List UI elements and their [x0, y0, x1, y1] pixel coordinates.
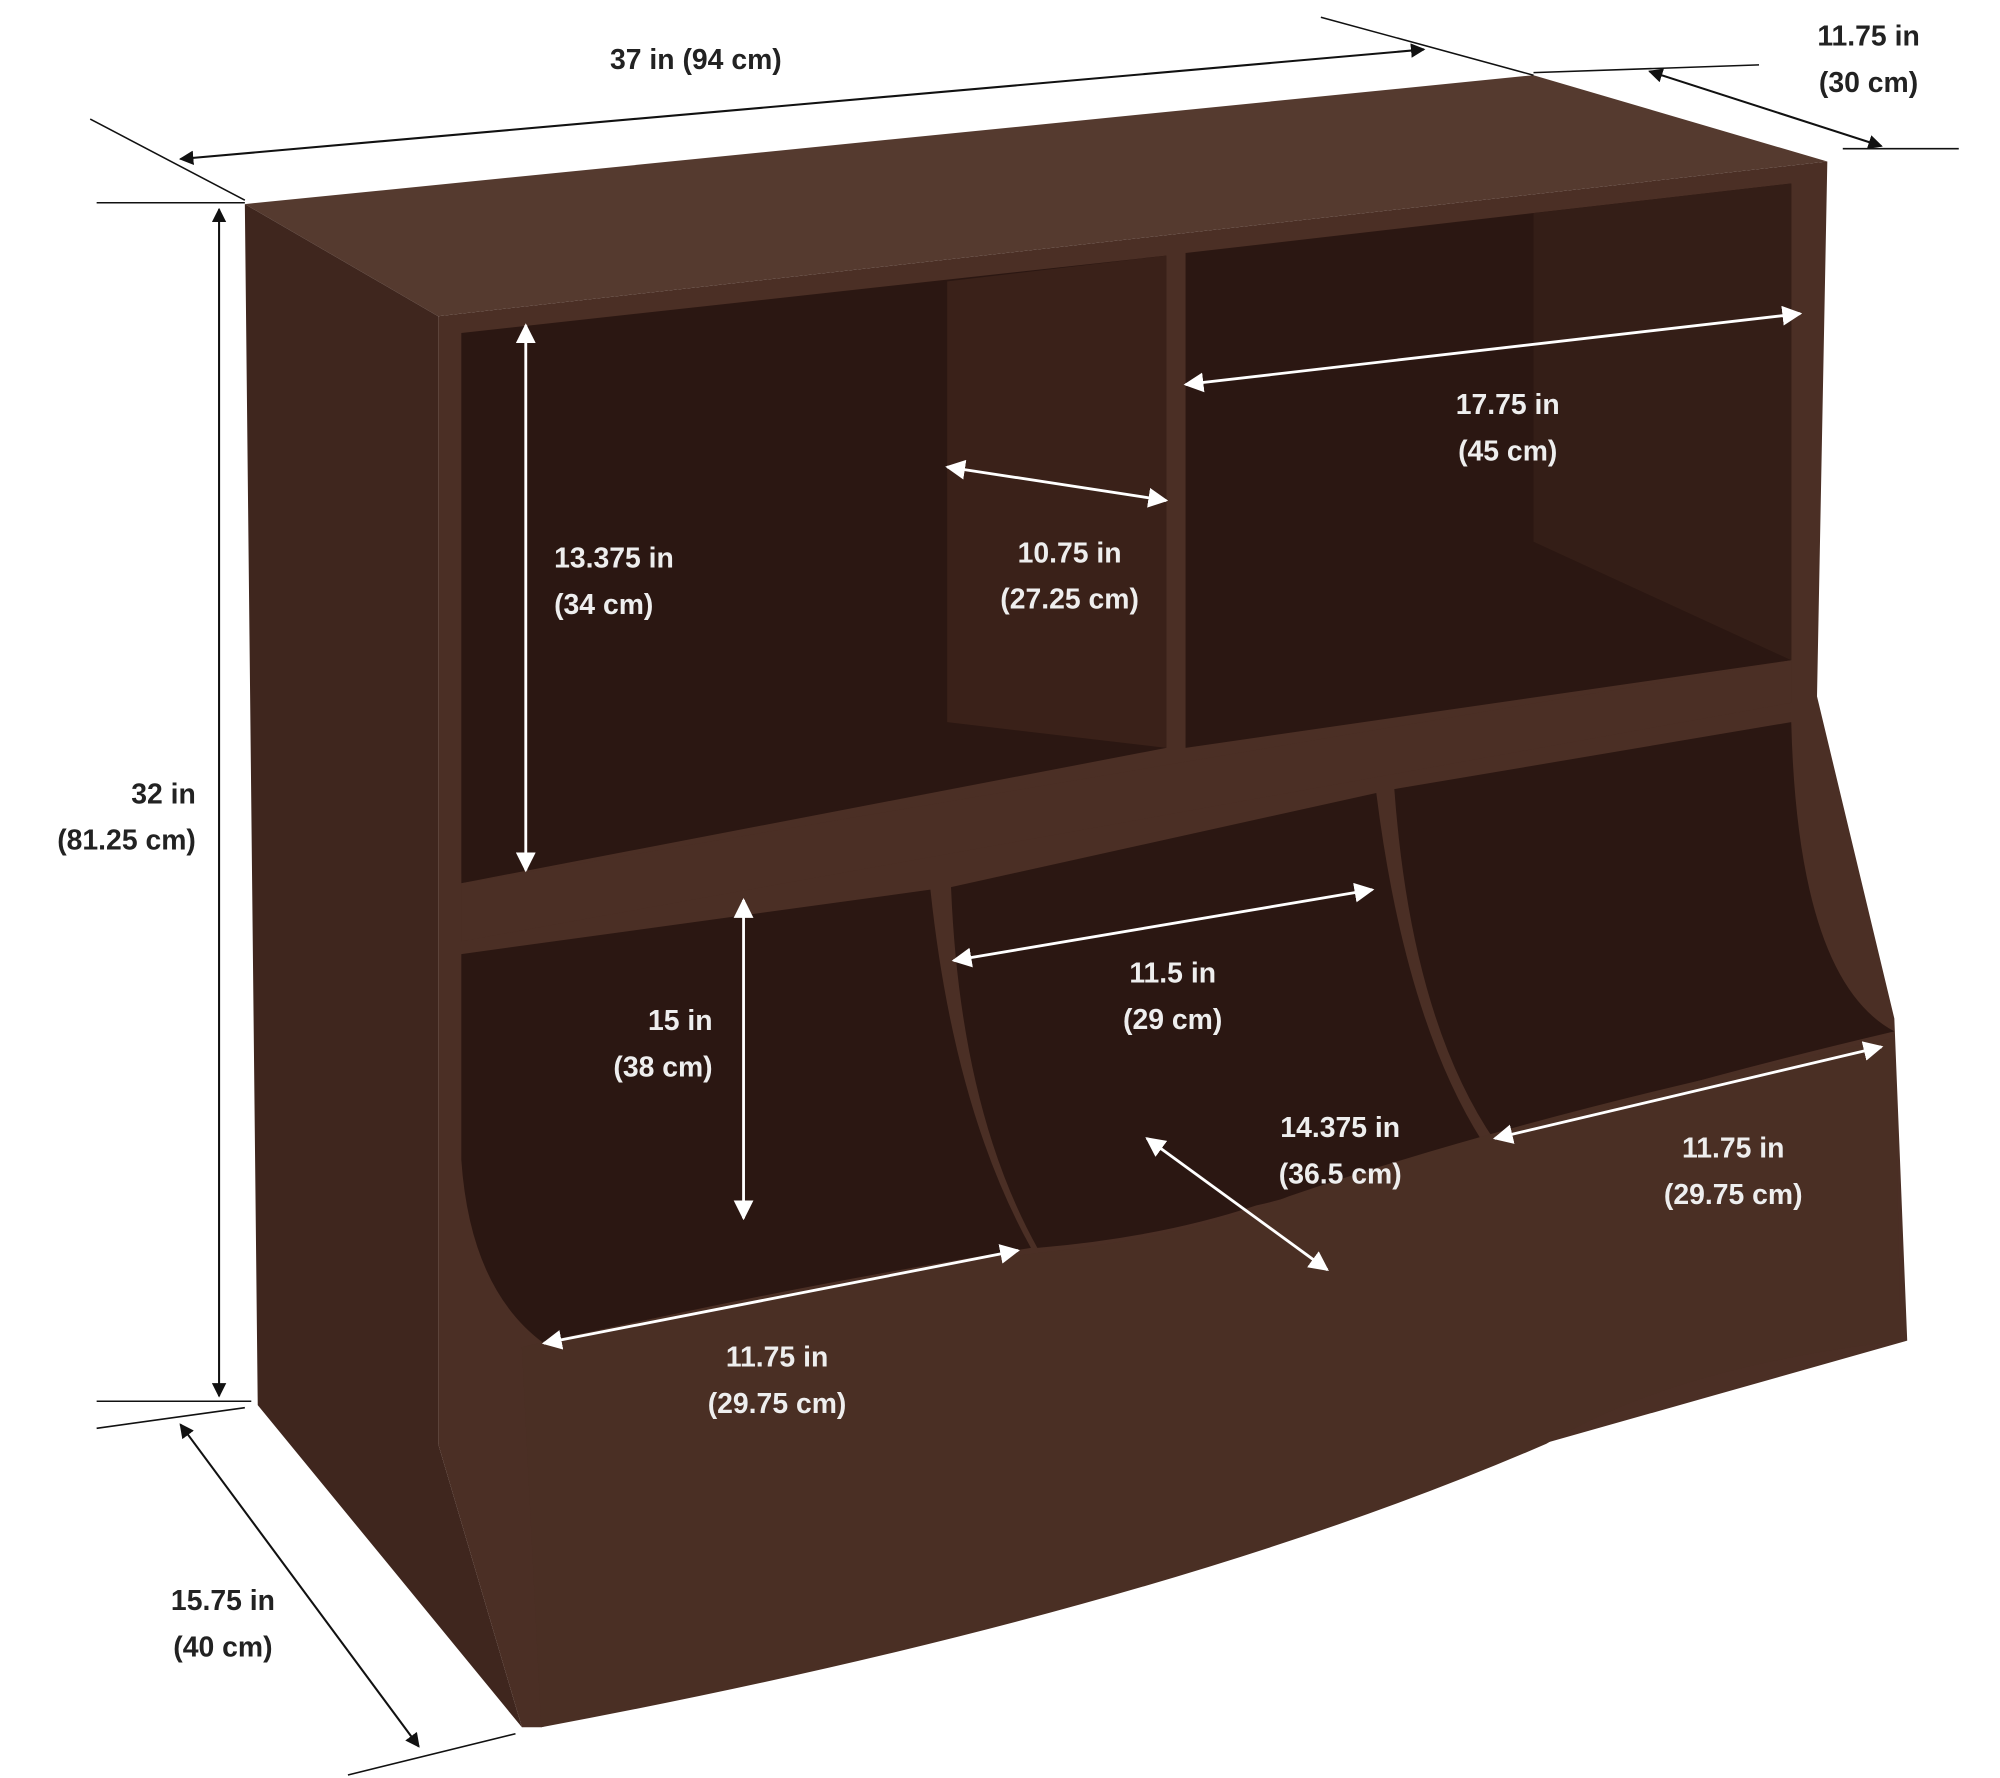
- left-bin-width-label-cm: (29.75 cm): [708, 1388, 847, 1420]
- base-depth-arrow: [179, 1423, 420, 1748]
- top-depth-label: 11.75 in: [1817, 21, 1919, 53]
- overall-height-label: 32 in: [131, 778, 196, 810]
- upper-right-width-label-cm: (45 cm): [1458, 436, 1557, 468]
- cabinet-top: [244, 75, 1828, 317]
- extension-line: [96, 1406, 245, 1430]
- extension-line: [1533, 64, 1760, 74]
- overall-width-label: 37 in (94 cm): [610, 44, 782, 76]
- upper-shelf-height-label-cm: (34 cm): [554, 589, 653, 621]
- middle-shelf: [461, 660, 1792, 942]
- top-depth-label-cm: (30 cm): [1819, 67, 1918, 99]
- upper-left-back: [947, 255, 1167, 748]
- right-bin-width-label-cm: (29.75 cm): [1664, 1179, 1803, 1211]
- upper-right-back: [1533, 183, 1792, 661]
- extension-line: [347, 1732, 516, 1776]
- upper-shelf-height-label: 13.375 in: [554, 542, 674, 574]
- dimension-lines: [89, 16, 1959, 1776]
- overall-height-label-cm: (81.25 cm): [57, 825, 196, 857]
- cabinet-left-side: [244, 204, 522, 1728]
- overall-width-arrow: [178, 43, 1426, 166]
- lower-right-bin: [1394, 722, 1895, 1141]
- extension-line: [1320, 16, 1534, 76]
- bin-depth-arrow: [1145, 1137, 1329, 1271]
- left-bin-width-label: 11.75 in: [726, 1341, 828, 1373]
- bin-depth-label-cm: (36.5 cm): [1279, 1158, 1402, 1190]
- upper-shelf-depth-label: 10.75 in: [1018, 537, 1122, 569]
- left-bin-width-arrow: [541, 1244, 1020, 1350]
- base-depth-label: 15.75 in: [171, 1585, 275, 1617]
- bin-depth-label: 14.375 in: [1280, 1112, 1400, 1144]
- upper-right-width-label: 17.75 in: [1456, 389, 1560, 421]
- top-depth-arrow: [1648, 68, 1883, 149]
- bin-height-label: 15 in: [648, 1005, 713, 1037]
- upper-right-width-arrow: [1183, 305, 1803, 393]
- middle-bin-width-label: 11.5 in: [1129, 957, 1216, 989]
- bin-height-label-cm: (38 cm): [613, 1051, 712, 1083]
- right-bin-width-label: 11.75 in: [1682, 1133, 1784, 1165]
- base-depth-label-cm: (40 cm): [173, 1631, 272, 1663]
- upper-shelf-depth-label-cm: (27.25 cm): [1000, 584, 1139, 616]
- cabinet: [244, 75, 1908, 1728]
- bottom-front-panel: [521, 1037, 1901, 1728]
- middle-bin-width-label-cm: (29 cm): [1123, 1004, 1222, 1036]
- labels: 37 in (94 cm) 11.75 in (30 cm) 32 in (81…: [57, 21, 1920, 1664]
- upper-shelf-depth-arrow: [945, 459, 1169, 508]
- middle-bin-width-arrow: [951, 882, 1375, 968]
- right-bin-width-arrow: [1492, 1041, 1884, 1144]
- extension-line: [89, 118, 246, 201]
